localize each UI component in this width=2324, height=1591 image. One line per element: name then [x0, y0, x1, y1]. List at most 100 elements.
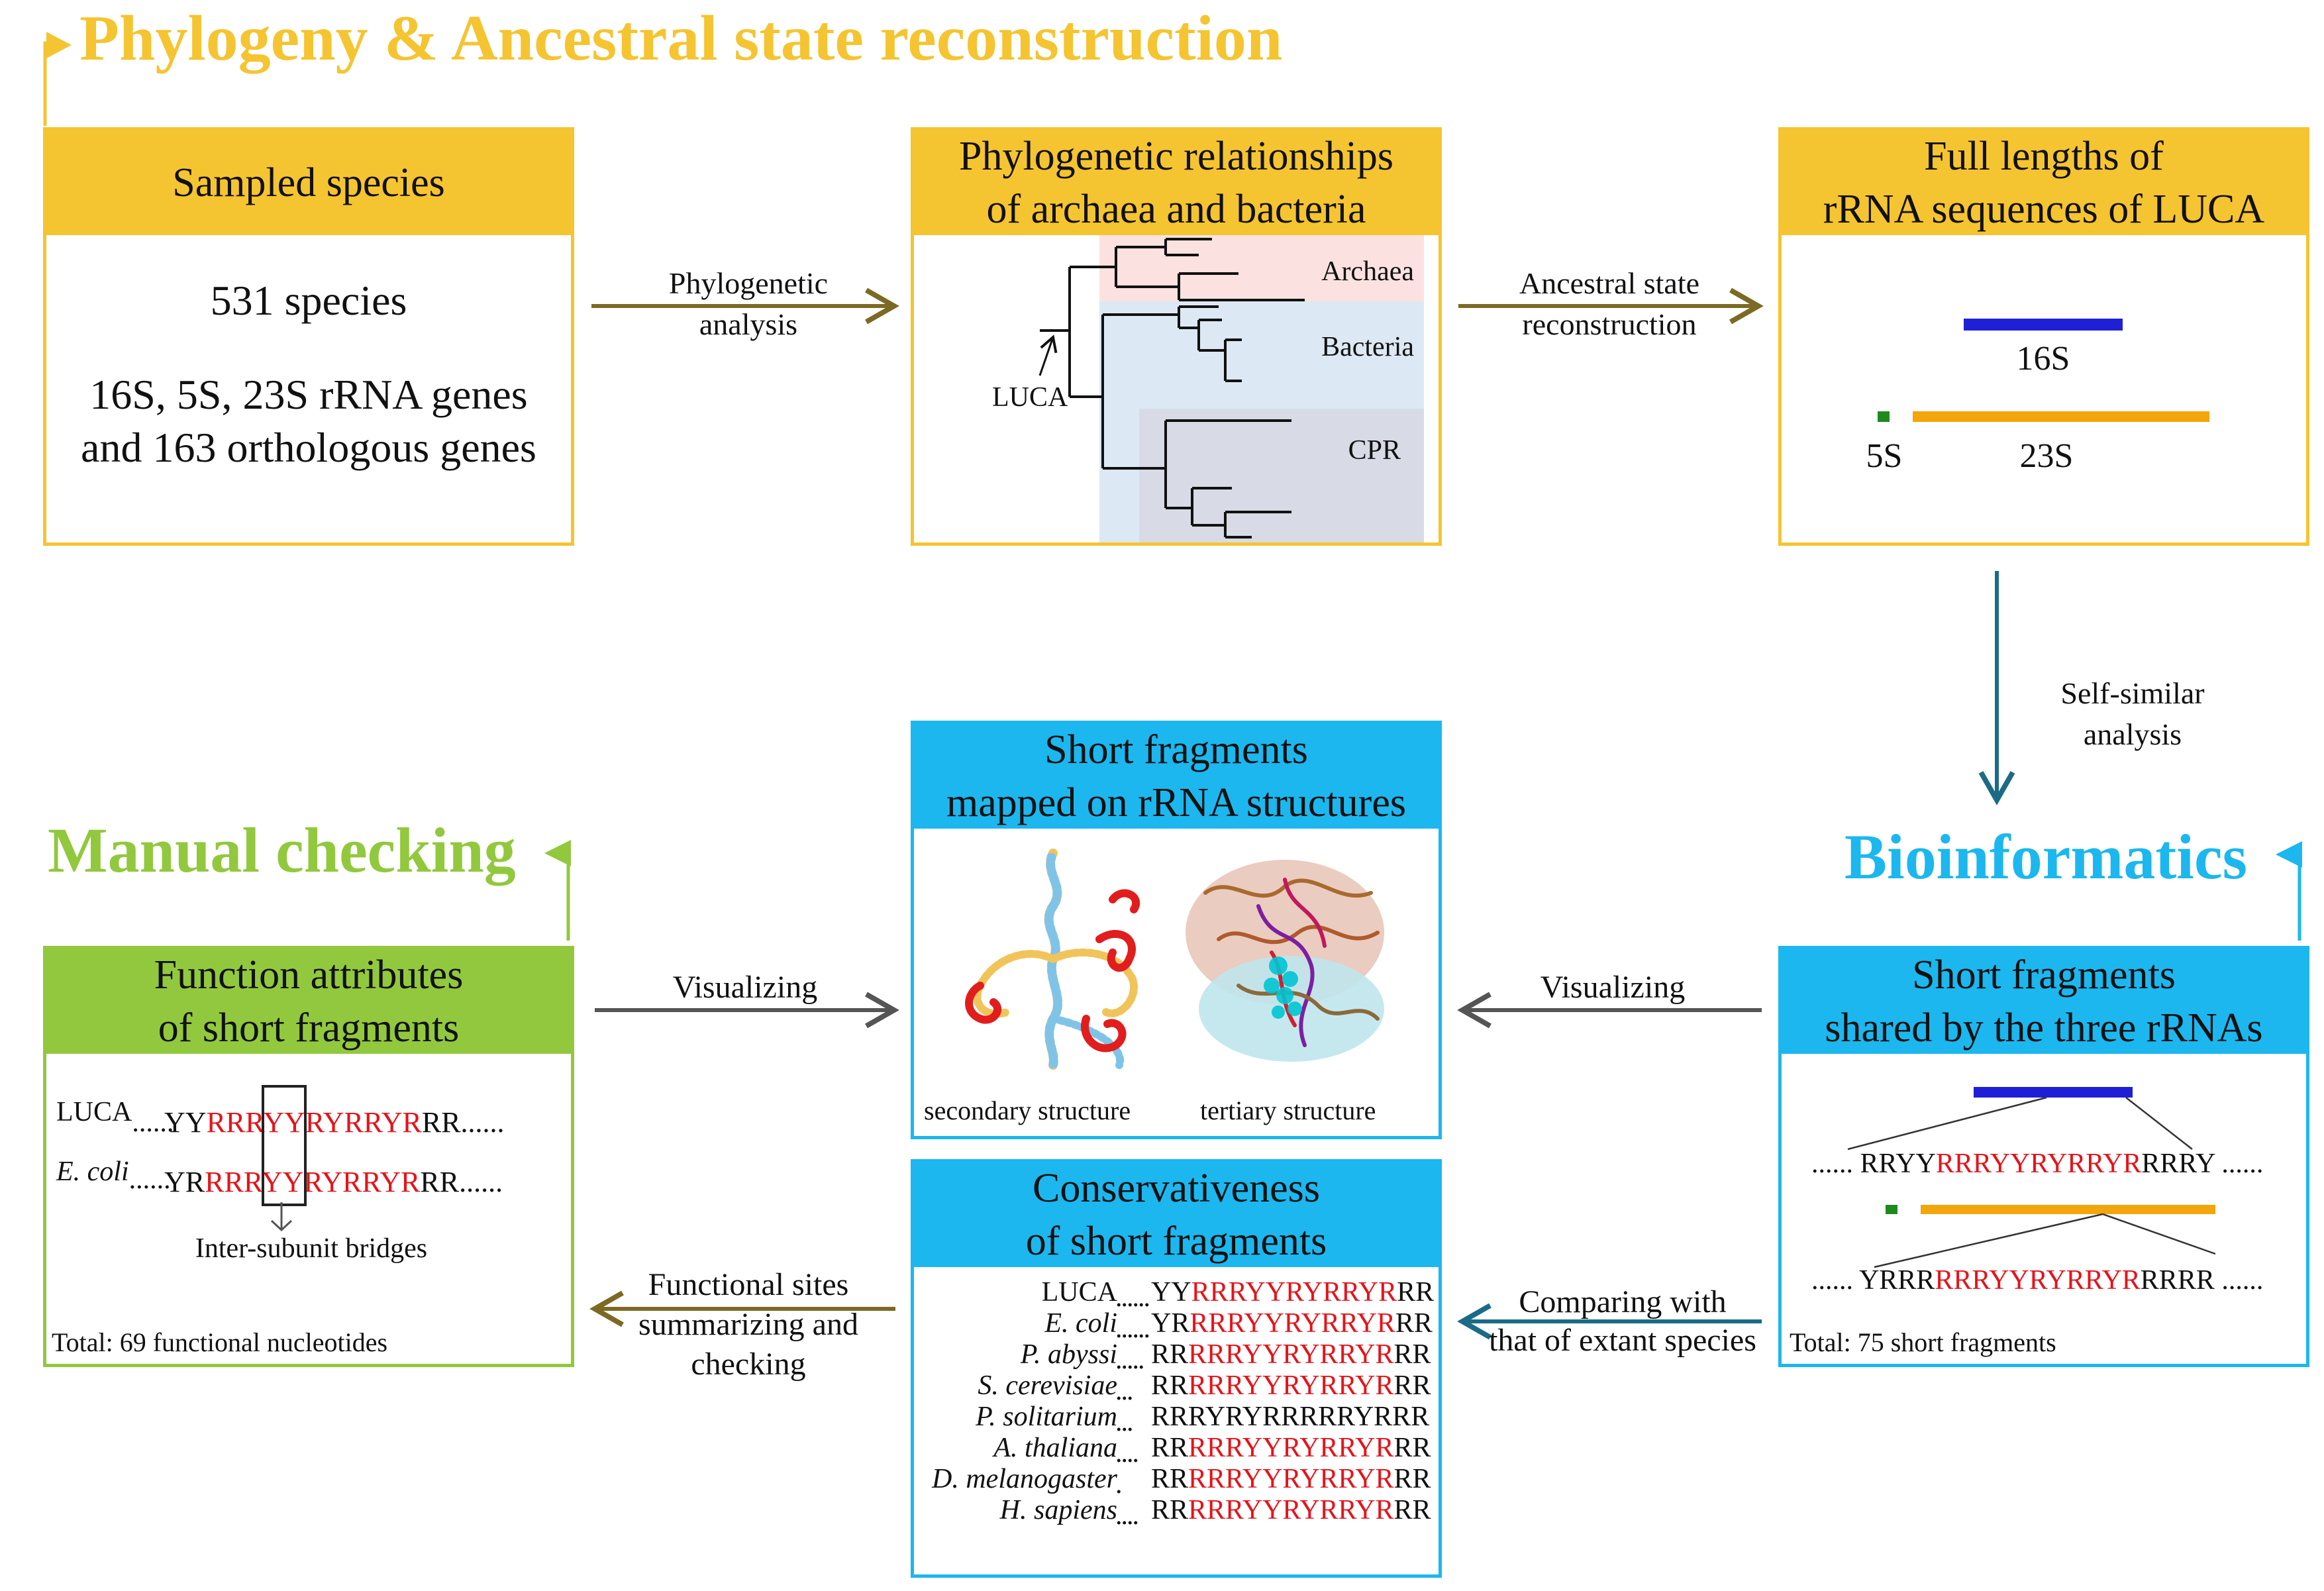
- section-title-phylogeny: Phylogeny & Ancestral state reconstructi…: [79, 3, 1283, 74]
- shared-total: Total: 75 short fragments: [1790, 1327, 2056, 1357]
- tertiary-structure-image: [1186, 860, 1384, 1062]
- label-line: that of extant species: [1489, 1323, 1756, 1358]
- seq-suffix: RR: [1395, 1308, 1433, 1339]
- seq-prefix: YY: [1151, 1277, 1191, 1308]
- species-label: LUCA: [1041, 1277, 1117, 1308]
- seq-prefix: RR: [1151, 1433, 1189, 1463]
- seq-suffix: RR: [1393, 1339, 1431, 1370]
- label-visualizing-right: Visualizing: [1540, 970, 1686, 1005]
- seq-core: RYRRYR: [305, 1106, 422, 1139]
- genes-line-1: 16S, 5S, 23S rRNA genes: [89, 371, 528, 418]
- seq-core: RRRYYRYRRYR: [1191, 1277, 1397, 1308]
- header-line: of short fragments: [158, 1005, 460, 1051]
- luca-row: LUCA......: [56, 1096, 174, 1138]
- seq-core: RRRYYRYRRYR: [1189, 1308, 1395, 1339]
- alignment-row: D. melanogaster. RRRRRYYRYRRYRRR: [914, 1463, 1439, 1500]
- bar-23s: [1913, 411, 2209, 422]
- label-self-similar: Self-similar analysis: [2013, 673, 2252, 755]
- seq-suffix: RR: [1393, 1433, 1431, 1463]
- header-line: Function attributes: [154, 952, 464, 998]
- label-line: analysis: [2083, 717, 2182, 751]
- dots: ......: [460, 1106, 505, 1139]
- section-title-manual: Manual checking: [48, 815, 516, 886]
- label-ancestral-state: Ancestral state: [1467, 264, 1752, 303]
- seq-core: RYRRYR: [303, 1166, 421, 1198]
- seq-core: RRRYYRYRRYR: [1188, 1433, 1394, 1463]
- luca-pointer: [1038, 334, 1058, 376]
- alignment-sequence: RRRRRYYRYRRYRRR: [1151, 1339, 1431, 1370]
- header-line: rRNA sequences of LUCA: [1823, 187, 2265, 232]
- header-line: mapped on rRNA structures: [946, 780, 1406, 825]
- tree-branches: [1040, 238, 1305, 539]
- tertiary-structure-label: tertiary structure: [1200, 1096, 1376, 1125]
- genes-line-2: and 163 orthologous genes: [81, 424, 536, 471]
- header-line: Short fragments: [1912, 952, 2176, 998]
- species-label: D. melanogaster: [932, 1464, 1117, 1494]
- function-attributes-header: Function attributes of short fragments: [46, 949, 571, 1054]
- manual-bracket-arrowhead: [544, 840, 571, 866]
- dots: ...: [1115, 1376, 1134, 1406]
- bridge-pointer: [270, 1202, 293, 1232]
- seq-prefix: RRYY: [1860, 1149, 1936, 1179]
- alignment-sequence: YRRRRYYRYRRYRRR: [1151, 1308, 1433, 1339]
- species-label: S. cerevisiae: [978, 1370, 1117, 1401]
- seq-suffix: RR: [1393, 1464, 1431, 1494]
- section-title-bioinformatics: Bioinformatics: [1844, 821, 2247, 892]
- label-line: summarizing and: [638, 1307, 858, 1342]
- shared-bar-16s: [1974, 1087, 2133, 1098]
- seq-prefix: YR: [1151, 1308, 1190, 1339]
- seq-prefix: YR: [164, 1166, 205, 1198]
- bar-5s: [1878, 411, 1890, 422]
- cpr-label: CPR: [1348, 435, 1401, 466]
- dots: ....: [1115, 1500, 1139, 1531]
- bridges-label: Inter-subunit bridges: [195, 1233, 428, 1264]
- seq-suffix: RR: [421, 1106, 461, 1139]
- shared-zoom-lines-23s: [1874, 1213, 2216, 1268]
- manual-bracket: [560, 851, 570, 941]
- label-phylogenetic-analysis-2: analysis: [609, 305, 887, 344]
- header-line: Full lengths of: [1924, 134, 2164, 179]
- phylogeny-bracket-arrowhead: [46, 32, 72, 58]
- luca-label: LUCA: [992, 382, 1068, 413]
- label-phylogenetic-analysis: Phylogenetic: [609, 264, 887, 303]
- shared-fragments-box: Short fragments shared by the three rRNA…: [1778, 946, 2309, 1367]
- seq-prefix: RR: [1151, 1495, 1189, 1525]
- species-label: LUCA: [56, 1097, 132, 1127]
- shared-bar-23s: [1921, 1205, 2215, 1214]
- shared-zoom-lines-16s: [1847, 1096, 2193, 1151]
- header-line: of archaea and bacteria: [986, 187, 1366, 232]
- label-line: Ancestral state: [1519, 266, 1700, 300]
- header-line: shared by the three rRNAs: [1825, 1005, 2263, 1051]
- secondary-structure-image: [965, 848, 1140, 1070]
- seq-core-boxed: YY: [263, 1106, 305, 1139]
- label-comparing: Comparing with that of extant species: [1467, 1283, 1778, 1360]
- seq-suffix: RR: [1393, 1495, 1431, 1525]
- species-label: P. solitarium: [976, 1402, 1117, 1432]
- luca-lengths-header: Full lengths of rRNA sequences of LUCA: [1782, 130, 2306, 235]
- seq-core: RRRYYRYRRYR: [1935, 1149, 2142, 1179]
- shared-fragments-header: Short fragments shared by the three rRNA…: [1782, 949, 2306, 1054]
- ecoli-row: E. coli......: [56, 1156, 171, 1195]
- shared-sequence-2: ...... YRRRRRRYYRYRRYRRRRR ......: [1811, 1264, 2263, 1296]
- luca-sequence: YYRRRYYRYRRYRRR......: [164, 1105, 505, 1139]
- species-label: E. coli: [56, 1156, 129, 1187]
- seq-prefix: RR: [1151, 1339, 1189, 1370]
- alignment-sequence: RRRRRYYRYRRYRRR: [1151, 1370, 1431, 1402]
- ecoli-sequence: YRRRRYYRYRRYRRR......: [164, 1165, 503, 1199]
- alignment-sequence: RRRRRYYRYRRYRRR: [1151, 1463, 1431, 1495]
- dots: ......: [2221, 1149, 2264, 1179]
- species-label: A. thaliana: [993, 1433, 1117, 1463]
- label-23s: 23S: [2019, 437, 2074, 475]
- species-label: P. abyssi: [1020, 1339, 1117, 1370]
- dots: ......: [1115, 1282, 1150, 1313]
- species-count: 531 species: [210, 277, 407, 324]
- shared-bar-5s: [1886, 1205, 1897, 1214]
- shared-sequence-1: ...... RRYYRRRYYRYRRYRRRRY ......: [1811, 1148, 2263, 1180]
- luca-lengths-box: Full lengths of rRNA sequences of LUCA 1…: [1778, 127, 2309, 546]
- dots: .: [1115, 1469, 1123, 1500]
- seq-core: RRR: [205, 1166, 262, 1198]
- label-line: Phylogenetic: [668, 266, 829, 300]
- alignment-sequence: RRRRRYYRYRRYRRR: [1151, 1494, 1431, 1526]
- species-label: E. coli: [1044, 1308, 1117, 1339]
